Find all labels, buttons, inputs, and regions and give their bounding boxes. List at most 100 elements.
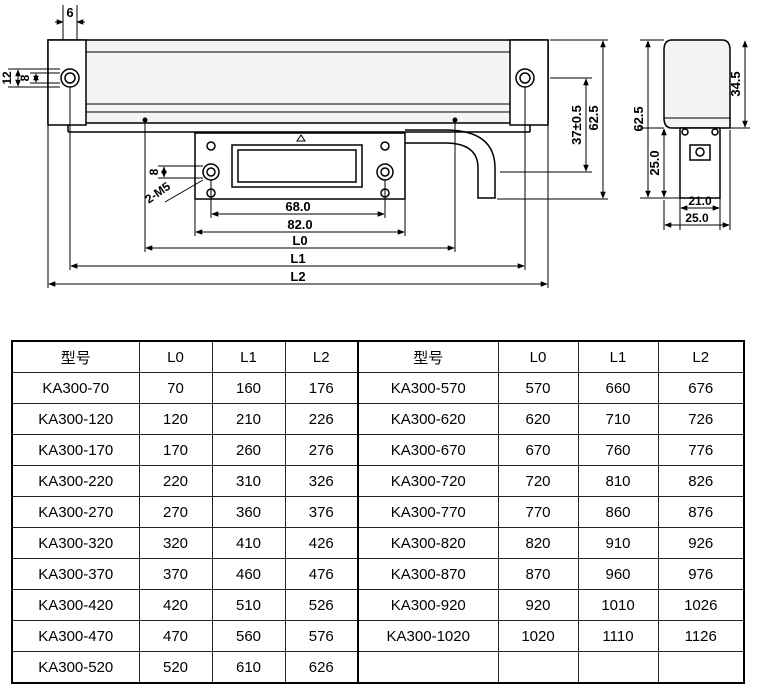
cell-l0-left: 370 <box>138 558 213 590</box>
cell-l1-right: 710 <box>577 403 659 435</box>
dim-82: 82.0 <box>287 217 312 232</box>
dim-2-m5: 2-M5 <box>142 179 173 206</box>
cell-l2-right: 976 <box>657 558 745 590</box>
cell-l0-right: 720 <box>497 465 579 497</box>
dim-6: 6 <box>66 5 73 20</box>
cell-l0-right: 770 <box>497 496 579 528</box>
cell-l1-right: 1110 <box>577 620 659 652</box>
cell-l2-right: 1026 <box>657 589 745 621</box>
cell-l2-right: 776 <box>657 434 745 466</box>
cell-l0-left: 70 <box>138 372 213 404</box>
dim-62-5-front: 62.5 <box>586 105 601 130</box>
cell-l0-right: 820 <box>497 527 579 559</box>
cell-model-left: KA300-120 <box>11 403 140 435</box>
cell-model-left: KA300-370 <box>11 558 140 590</box>
cell-l1-left: 610 <box>211 651 286 684</box>
cell-model-right: KA300-620 <box>357 403 499 435</box>
cell-l0-right: 570 <box>497 372 579 404</box>
cell-l1-right: 860 <box>577 496 659 528</box>
technical-drawing: 6 12 8 8 2-M5 68.0 82.0 L0 L1 L2 37±0.5 … <box>0 5 750 288</box>
cell-l0-right: 670 <box>497 434 579 466</box>
cell-l1-right: 910 <box>577 527 659 559</box>
reference-dot-left <box>142 117 148 123</box>
cell-l0-left: 420 <box>138 589 213 621</box>
cell-l0-right: 620 <box>497 403 579 435</box>
cell-l2-left: 476 <box>284 558 359 590</box>
cell-l2-right: 676 <box>657 372 745 404</box>
dim-37: 37±0.5 <box>569 105 584 145</box>
header-model-right: 型号 <box>357 340 499 373</box>
header-l1-left: L1 <box>211 340 286 373</box>
cell-l2-left: 276 <box>284 434 359 466</box>
cell-l1-right: 810 <box>577 465 659 497</box>
cell-l0-right: 920 <box>497 589 579 621</box>
cell-model-left: KA300-520 <box>11 651 140 684</box>
reference-dot-right <box>452 117 458 123</box>
cell-model-right: KA300-670 <box>357 434 499 466</box>
header-l0-right: L0 <box>497 340 579 373</box>
dim-21: 21.0 <box>688 194 712 208</box>
cell-l2-right: 1126 <box>657 620 745 652</box>
cell-l2-left: 626 <box>284 651 359 684</box>
header-l2-left: L2 <box>284 340 359 373</box>
cell-model-left: KA300-70 <box>11 372 140 404</box>
cell-l1-right <box>577 651 659 684</box>
cell-model-right: KA300-1020 <box>357 620 499 652</box>
header-l2-right: L2 <box>657 340 745 373</box>
cell-model-right: KA300-570 <box>357 372 499 404</box>
cell-l1-left: 460 <box>211 558 286 590</box>
dim-8-slider: 8 <box>147 168 161 175</box>
cell-l1-left: 560 <box>211 620 286 652</box>
cell-l2-right <box>657 651 745 684</box>
cell-model-right <box>357 651 499 684</box>
cell-l2-left: 226 <box>284 403 359 435</box>
cell-l2-right: 726 <box>657 403 745 435</box>
cell-l1-left: 410 <box>211 527 286 559</box>
table-header-row: 型号 L0 L1 L2 型号 L0 L1 L2 <box>11 340 745 373</box>
cell-l1-left: 360 <box>211 496 286 528</box>
cell-model-left: KA300-470 <box>11 620 140 652</box>
cell-l1-right: 960 <box>577 558 659 590</box>
cell-model-left: KA300-270 <box>11 496 140 528</box>
cell-l0-left: 520 <box>138 651 213 684</box>
dim-34-5: 34.5 <box>728 71 743 96</box>
cell-model-left: KA300-420 <box>11 589 140 621</box>
cell-l1-right: 660 <box>577 372 659 404</box>
dim-25-side-v: 25.0 <box>647 150 662 175</box>
cell-l1-right: 1010 <box>577 589 659 621</box>
cell-l2-right: 926 <box>657 527 745 559</box>
cell-l2-left: 376 <box>284 496 359 528</box>
dim-l0: L0 <box>292 233 307 248</box>
cell-l1-left: 160 <box>211 372 286 404</box>
cell-l2-left: 426 <box>284 527 359 559</box>
header-l1-right: L1 <box>577 340 659 373</box>
cell-l2-right: 826 <box>657 465 745 497</box>
dim-62-5-side: 62.5 <box>631 106 646 131</box>
reading-head <box>194 129 496 200</box>
cell-model-left: KA300-170 <box>11 434 140 466</box>
scale-body <box>47 39 549 133</box>
cell-l2-left: 576 <box>284 620 359 652</box>
cell-l0-right: 870 <box>497 558 579 590</box>
cell-model-right: KA300-920 <box>357 589 499 621</box>
cell-l1-right: 760 <box>577 434 659 466</box>
cell-l2-left: 526 <box>284 589 359 621</box>
cell-l0-left: 170 <box>138 434 213 466</box>
dim-12: 12 <box>0 71 14 85</box>
side-view-profile <box>663 39 731 199</box>
cell-l0-left: 220 <box>138 465 213 497</box>
cell-l0-left: 270 <box>138 496 213 528</box>
cell-l0-right: 1020 <box>497 620 579 652</box>
cell-l0-left: 120 <box>138 403 213 435</box>
cell-model-right: KA300-870 <box>357 558 499 590</box>
